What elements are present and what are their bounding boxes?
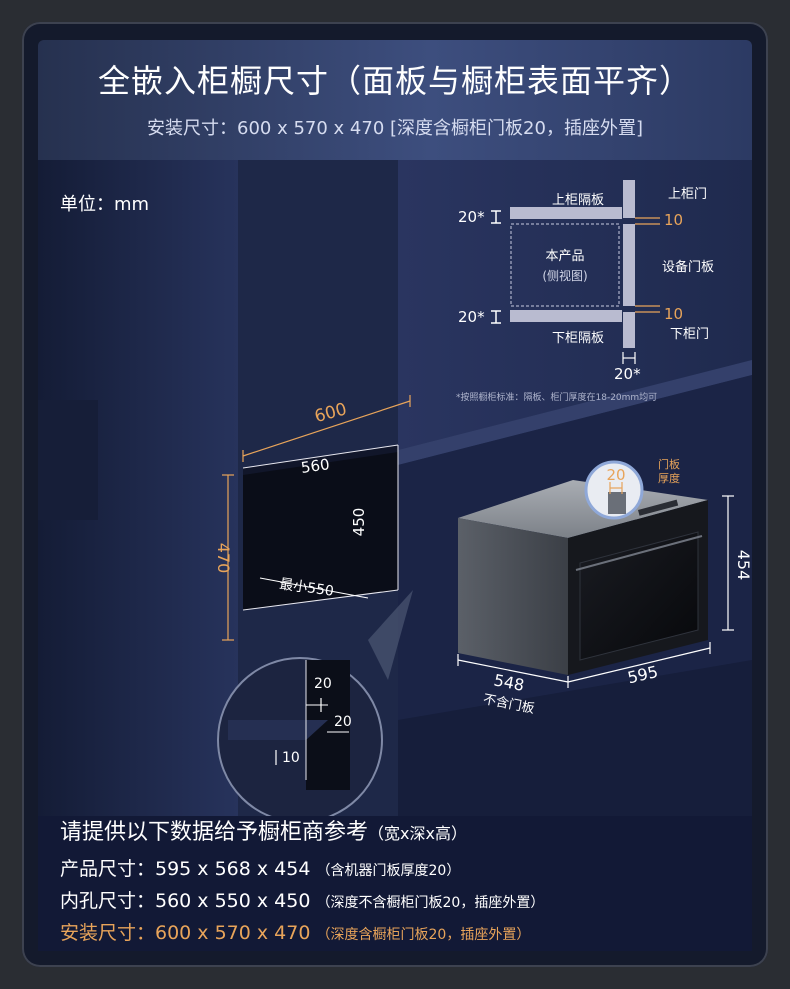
summary-row-hole: 内孔尺寸：560 x 550 x 450 （深度不含橱柜门板20，插座外置） — [60, 886, 544, 913]
upper-door-label: 上柜门 — [668, 187, 707, 202]
summary-row-label: 内孔尺寸：560 x 550 x 450 — [60, 890, 311, 912]
panel-label-line1: 门板 — [658, 457, 680, 471]
summary-heading-note: （宽x深x高） — [368, 824, 467, 843]
lower-door-bar — [623, 312, 635, 348]
outer-height-dim: 470 — [214, 543, 233, 574]
zoom-dim-c: 10 — [282, 750, 300, 766]
panel-thickness-dim: 20 — [606, 466, 625, 484]
cutout-diagram: 600 560 450 470 最小550 — [214, 395, 411, 641]
summary-row-label: 安装尺寸：600 x 570 x 470 — [60, 922, 311, 944]
upper-shelf-label: 上柜隔板 — [552, 193, 604, 208]
upper-door-bar — [623, 180, 635, 218]
panel-label-line2: 厚度 — [658, 471, 680, 485]
summary-row-note: （含机器门板厚度20） — [316, 863, 461, 879]
footnote: *按照橱柜标准：隔板、柜门厚度在18-20mm均可 — [456, 391, 657, 403]
zoom-dim-a: 20 — [314, 676, 332, 692]
product-label: 本产品 — [545, 249, 584, 264]
door-thickness-dim: 20* — [614, 365, 641, 383]
oven-height-dim: 454 — [734, 550, 752, 581]
left-niche — [38, 400, 98, 520]
lower-shelf-bar — [510, 310, 622, 322]
zoom-dim-b: 20 — [334, 714, 352, 730]
upper-right-cabinet — [398, 160, 752, 450]
counter-shadow — [398, 660, 752, 816]
inner-height-dim: 450 — [350, 508, 368, 537]
header-banner: 全嵌入柜橱尺寸（面板与橱柜表面平齐） 安装尺寸：600 x 570 x 470 … — [38, 40, 752, 160]
summary-row-install: 安装尺寸：600 x 570 x 470 （深度含橱柜门板20，插座外置） — [60, 918, 530, 945]
device-door-label: 设备门板 — [662, 259, 714, 275]
oven-illustration: 454 548 不含门板 595 20 门板 厚度 — [457, 457, 752, 717]
top-gap-dim: 20* — [458, 208, 485, 226]
page-title: 全嵌入柜橱尺寸（面板与橱柜表面平齐） — [97, 62, 692, 100]
inner-width-dim: 560 — [300, 455, 331, 477]
oven-top — [458, 480, 708, 538]
scene-svg: 单位：mm 上柜隔板 上柜门 本产品 (侧视图) 设备门板 — [38, 160, 752, 816]
door-gap-bottom-dim: 10 — [664, 305, 683, 323]
device-door-bar — [623, 224, 635, 306]
bottom-gap-dim: 20* — [458, 308, 485, 326]
product-view-label: (侧视图) — [542, 268, 587, 283]
upper-shelf-bar — [510, 207, 622, 219]
unit-label: 单位：mm — [60, 194, 149, 215]
summary-row-note: （深度不含橱柜门板20，插座外置） — [316, 895, 545, 911]
oven-handle — [575, 535, 703, 571]
summary-row-product: 产品尺寸：595 x 568 x 454 （含机器门板厚度20） — [60, 854, 460, 881]
summary-heading: 请提供以下数据给予橱柜商参考（宽x深x高） — [60, 814, 467, 846]
door-gap-top-dim: 10 — [664, 211, 683, 229]
installation-scene: 单位：mm 上柜隔板 上柜门 本产品 (侧视图) 设备门板 — [38, 160, 752, 816]
cabinet-shelf-edge — [398, 360, 752, 465]
zoom-detail: 20 20 10 — [217, 590, 413, 816]
summary-row-label: 产品尺寸：595 x 568 x 454 — [60, 858, 311, 880]
summary-panel: 请提供以下数据给予橱柜商参考（宽x深x高） 产品尺寸：595 x 568 x 4… — [38, 816, 752, 951]
oven-side — [458, 518, 568, 675]
summary-row-note: （深度含橱柜门板20，插座外置） — [316, 927, 531, 943]
oven-glass — [579, 531, 699, 661]
poster-frame: 全嵌入柜橱尺寸（面板与橱柜表面平齐） 安装尺寸：600 x 570 x 470 … — [22, 22, 768, 967]
min-depth-dim: 最小550 — [278, 576, 334, 599]
side-view-diagram: 上柜隔板 上柜门 本产品 (侧视图) 设备门板 下柜隔板 下柜门 20* 20* — [456, 180, 714, 403]
lower-shelf-label: 下柜隔板 — [552, 331, 604, 346]
page-subtitle: 安装尺寸：600 x 570 x 470 [深度含橱柜门板20，插座外置] — [147, 118, 643, 139]
lower-door-label: 下柜门 — [670, 327, 709, 342]
summary-heading-text: 请提供以下数据给予橱柜商参考 — [60, 820, 369, 845]
panel-callout-circle — [584, 460, 644, 520]
cutout-opening — [243, 445, 398, 610]
